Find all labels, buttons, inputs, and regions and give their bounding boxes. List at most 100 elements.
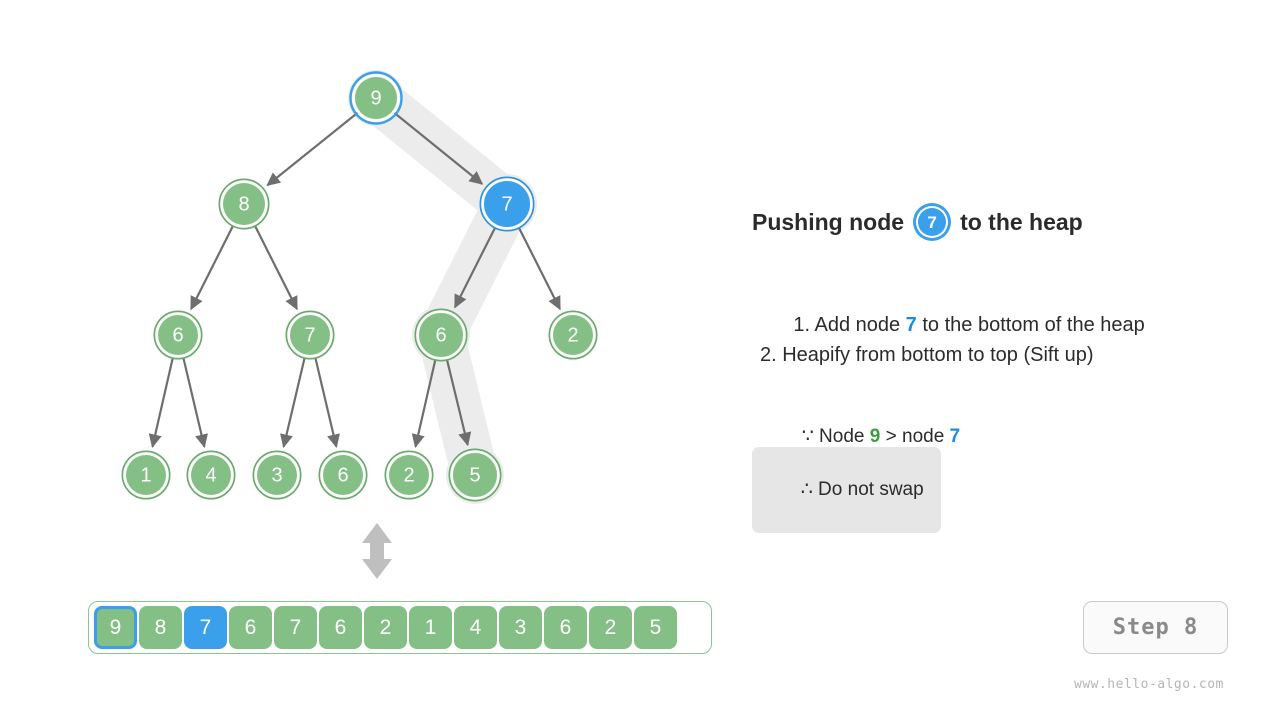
conclusion-badge: ∴ Do not swap [752, 447, 941, 533]
array-cell[interactable]: 8 [139, 606, 182, 649]
node-value: 9 [370, 88, 381, 110]
conclusion-text: Do not swap [812, 479, 924, 500]
node-outer-ring [479, 176, 535, 232]
node-circle [484, 181, 530, 227]
array-cell[interactable]: 7 [274, 606, 317, 649]
node-inner-gap [386, 452, 432, 498]
node-value: 4 [205, 465, 216, 487]
node-outer-ring [414, 308, 468, 362]
tree-node[interactable]: 7 [479, 176, 535, 232]
node-value: 8 [238, 194, 249, 216]
tree-node[interactable]: 1 [121, 450, 171, 500]
node-value: 5 [469, 465, 480, 487]
tree-edge [148, 356, 175, 449]
step-1-text: 1. Add node 7 to the bottom of the heap [760, 291, 1144, 360]
node-inner-gap [287, 312, 333, 358]
node-inner-gap [416, 310, 466, 360]
node-inner-gap [123, 452, 169, 498]
node-circle [323, 455, 363, 495]
array-cell[interactable]: 6 [319, 606, 362, 649]
node-inner-gap [450, 450, 500, 500]
node-circle [191, 455, 231, 495]
node-value: 2 [403, 465, 414, 487]
node-circle [419, 313, 463, 357]
node-inner-gap [254, 452, 300, 498]
array-cell[interactable]: 6 [229, 606, 272, 649]
array-cell[interactable]: 6 [544, 606, 587, 649]
reason-pre: Node [813, 426, 870, 447]
node-value: 7 [304, 325, 315, 347]
tree-array-link-arrow [362, 523, 392, 579]
node-outer-ring [285, 310, 335, 360]
reason-operator: > node [880, 426, 950, 447]
tree-node[interactable]: 3 [252, 450, 302, 500]
array-cell[interactable]: 2 [364, 606, 407, 649]
tree-node[interactable]: 9 [349, 71, 403, 125]
reason-right-value: 7 [949, 426, 961, 447]
highlight-path [348, 70, 537, 504]
tree-edge [453, 225, 497, 309]
explanation-panel: Pushing node 7 to the heap 1. Add node 7… [752, 206, 1252, 533]
reason-line: ∵ Node 9 > node 7 [770, 403, 960, 470]
node-value: 6 [172, 325, 183, 347]
tree-edges [148, 111, 561, 449]
step-1-value: 7 [905, 314, 917, 336]
node-value: 1 [140, 465, 151, 487]
node-outer-ring [153, 310, 203, 360]
node-inner-gap [220, 180, 268, 228]
because-symbol: ∵ [801, 426, 814, 447]
node-circle [158, 315, 198, 355]
title-suffix: to the heap [960, 208, 1083, 235]
array-cell[interactable]: 2 [589, 606, 632, 649]
node-selection-ring [349, 71, 403, 125]
tree-edge [280, 356, 307, 449]
tree-edge [313, 356, 340, 449]
node-outer-ring [548, 310, 598, 360]
tree-node[interactable]: 8 [218, 178, 270, 230]
tree-edge [411, 358, 437, 449]
tree-node[interactable]: 6 [318, 450, 368, 500]
tree-nodes: 9 8 7 6 7 6 2 1 4 3 6 2 5 [121, 71, 598, 502]
node-outer-ring [448, 448, 502, 502]
node-value: 6 [337, 465, 348, 487]
tree-edge [266, 111, 359, 187]
node-value: 7 [501, 194, 512, 216]
tree-edge [517, 225, 561, 311]
binary-heap-tree: 9 8 7 6 7 6 2 1 4 3 6 2 5 [121, 70, 598, 504]
array-cell[interactable]: 1 [409, 606, 452, 649]
tree-edge [253, 224, 298, 311]
node-circle [355, 77, 397, 119]
node-value: 3 [271, 465, 282, 487]
node-outer-ring [252, 450, 302, 500]
node-inner-gap [481, 178, 533, 230]
site-watermark: www.hello-algo.com [1074, 677, 1224, 692]
array-cell[interactable]: 9 [94, 606, 137, 649]
array-cell[interactable]: 7 [184, 606, 227, 649]
node-inner-gap [155, 312, 201, 358]
reason-left-value: 9 [869, 426, 881, 447]
step-badge: Step 8 [1083, 601, 1228, 654]
tree-node[interactable]: 5 [448, 448, 502, 502]
node-circle [389, 455, 429, 495]
step-1-pre: 1. Add node [793, 314, 906, 336]
array-cell[interactable]: 5 [634, 606, 677, 649]
node-value: 2 [567, 325, 578, 347]
therefore-symbol: ∴ [800, 479, 813, 500]
node-circle [257, 455, 297, 495]
tree-node[interactable]: 6 [414, 308, 468, 362]
tree-node[interactable]: 6 [153, 310, 203, 360]
array-cell[interactable]: 4 [454, 606, 497, 649]
tree-node[interactable]: 7 [285, 310, 335, 360]
step-2-text: 2. Heapify from bottom to top (Sift up) [760, 344, 1094, 366]
title-node-badge: 7 [916, 206, 949, 238]
tree-node[interactable]: 4 [186, 450, 236, 500]
node-inner-gap [550, 312, 596, 358]
node-inner-gap [352, 74, 400, 122]
node-outer-ring [186, 450, 236, 500]
node-value: 6 [435, 325, 446, 347]
tree-node[interactable]: 2 [384, 450, 434, 500]
array-cell[interactable]: 3 [499, 606, 542, 649]
node-circle [223, 183, 265, 225]
tree-node[interactable]: 2 [548, 310, 598, 360]
